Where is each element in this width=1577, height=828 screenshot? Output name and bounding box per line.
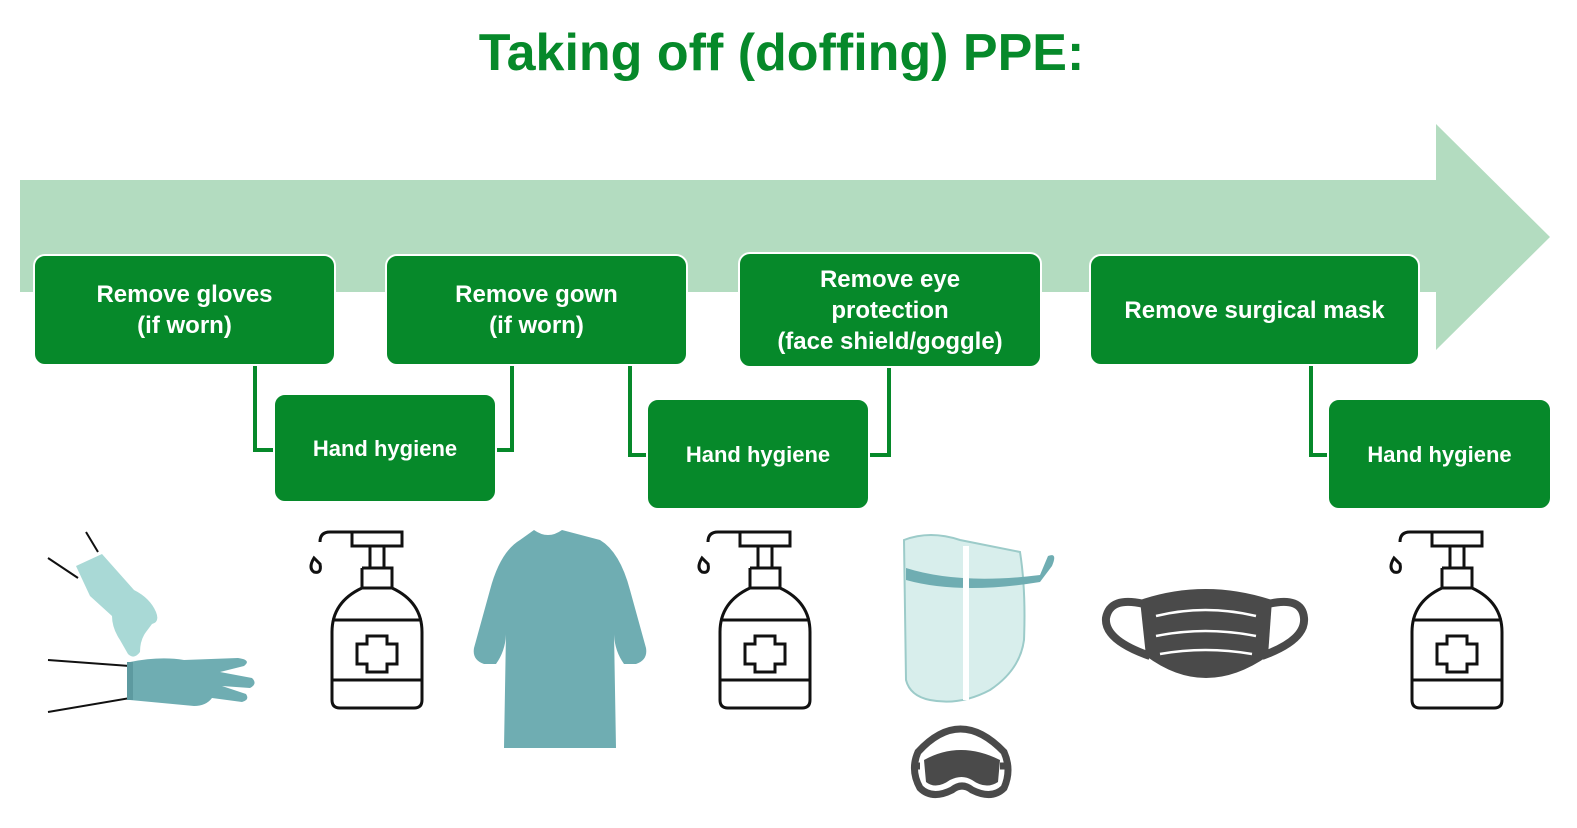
step-remove-eye-protection: Remove eye protection (face shield/goggl… <box>738 252 1042 368</box>
page-title: Taking off (doffing) PPE: <box>478 24 1085 82</box>
step-hand-hygiene-3: Hand hygiene <box>1327 398 1552 510</box>
surgical-mask-icon <box>1101 589 1309 678</box>
step-remove-gloves: Remove gloves (if worn) <box>33 254 336 366</box>
sanitizer-bottle-icon <box>1389 530 1504 710</box>
connector-5 <box>1309 366 1330 457</box>
step-hand-hygiene-2: Hand hygiene <box>646 398 870 510</box>
gloves-icon <box>47 531 255 713</box>
step-remove-gown: Remove gown (if worn) <box>385 254 688 366</box>
sanitizer-bottle-icon <box>697 530 812 710</box>
connector-1 <box>253 366 276 452</box>
gown-icon <box>473 530 647 748</box>
connector-2 <box>494 366 514 452</box>
connector-3 <box>628 366 650 457</box>
step-hand-hygiene-1: Hand hygiene <box>273 393 497 503</box>
progress-arrow <box>20 124 1550 350</box>
step-remove-surgical-mask: Remove surgical mask <box>1089 254 1420 366</box>
sanitizer-bottle-icon <box>309 530 424 710</box>
goggles-icon <box>911 725 1012 798</box>
face-shield-icon <box>902 534 1055 703</box>
connector-4 <box>869 368 891 457</box>
